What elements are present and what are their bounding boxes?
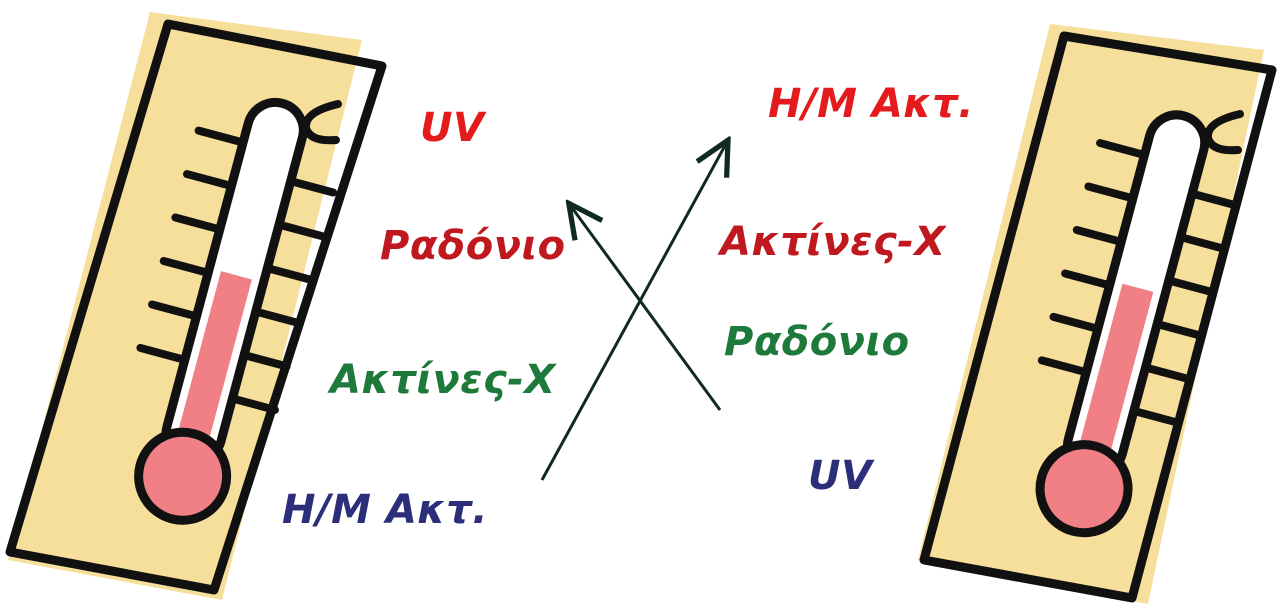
left-thermometer-icon: [5, 12, 387, 600]
left-label-xray: Ακτίνες-X: [330, 357, 556, 403]
right-label-xray: Ακτίνες-X: [720, 219, 946, 265]
left-label-em-radiation: H/M Ακτ.: [282, 487, 488, 533]
arrow-icon: [540, 142, 727, 481]
right-thermometer-icon: [918, 24, 1277, 604]
right-label-radon: Ραδόνιο: [724, 319, 910, 365]
right-label-uv: UV: [808, 453, 873, 499]
left-label-uv: UV: [420, 105, 485, 151]
left-label-radon: Ραδόνιο: [380, 223, 566, 269]
arrow-icon: [570, 205, 722, 411]
right-label-em-radiation: H/M Ακτ.: [768, 81, 974, 127]
